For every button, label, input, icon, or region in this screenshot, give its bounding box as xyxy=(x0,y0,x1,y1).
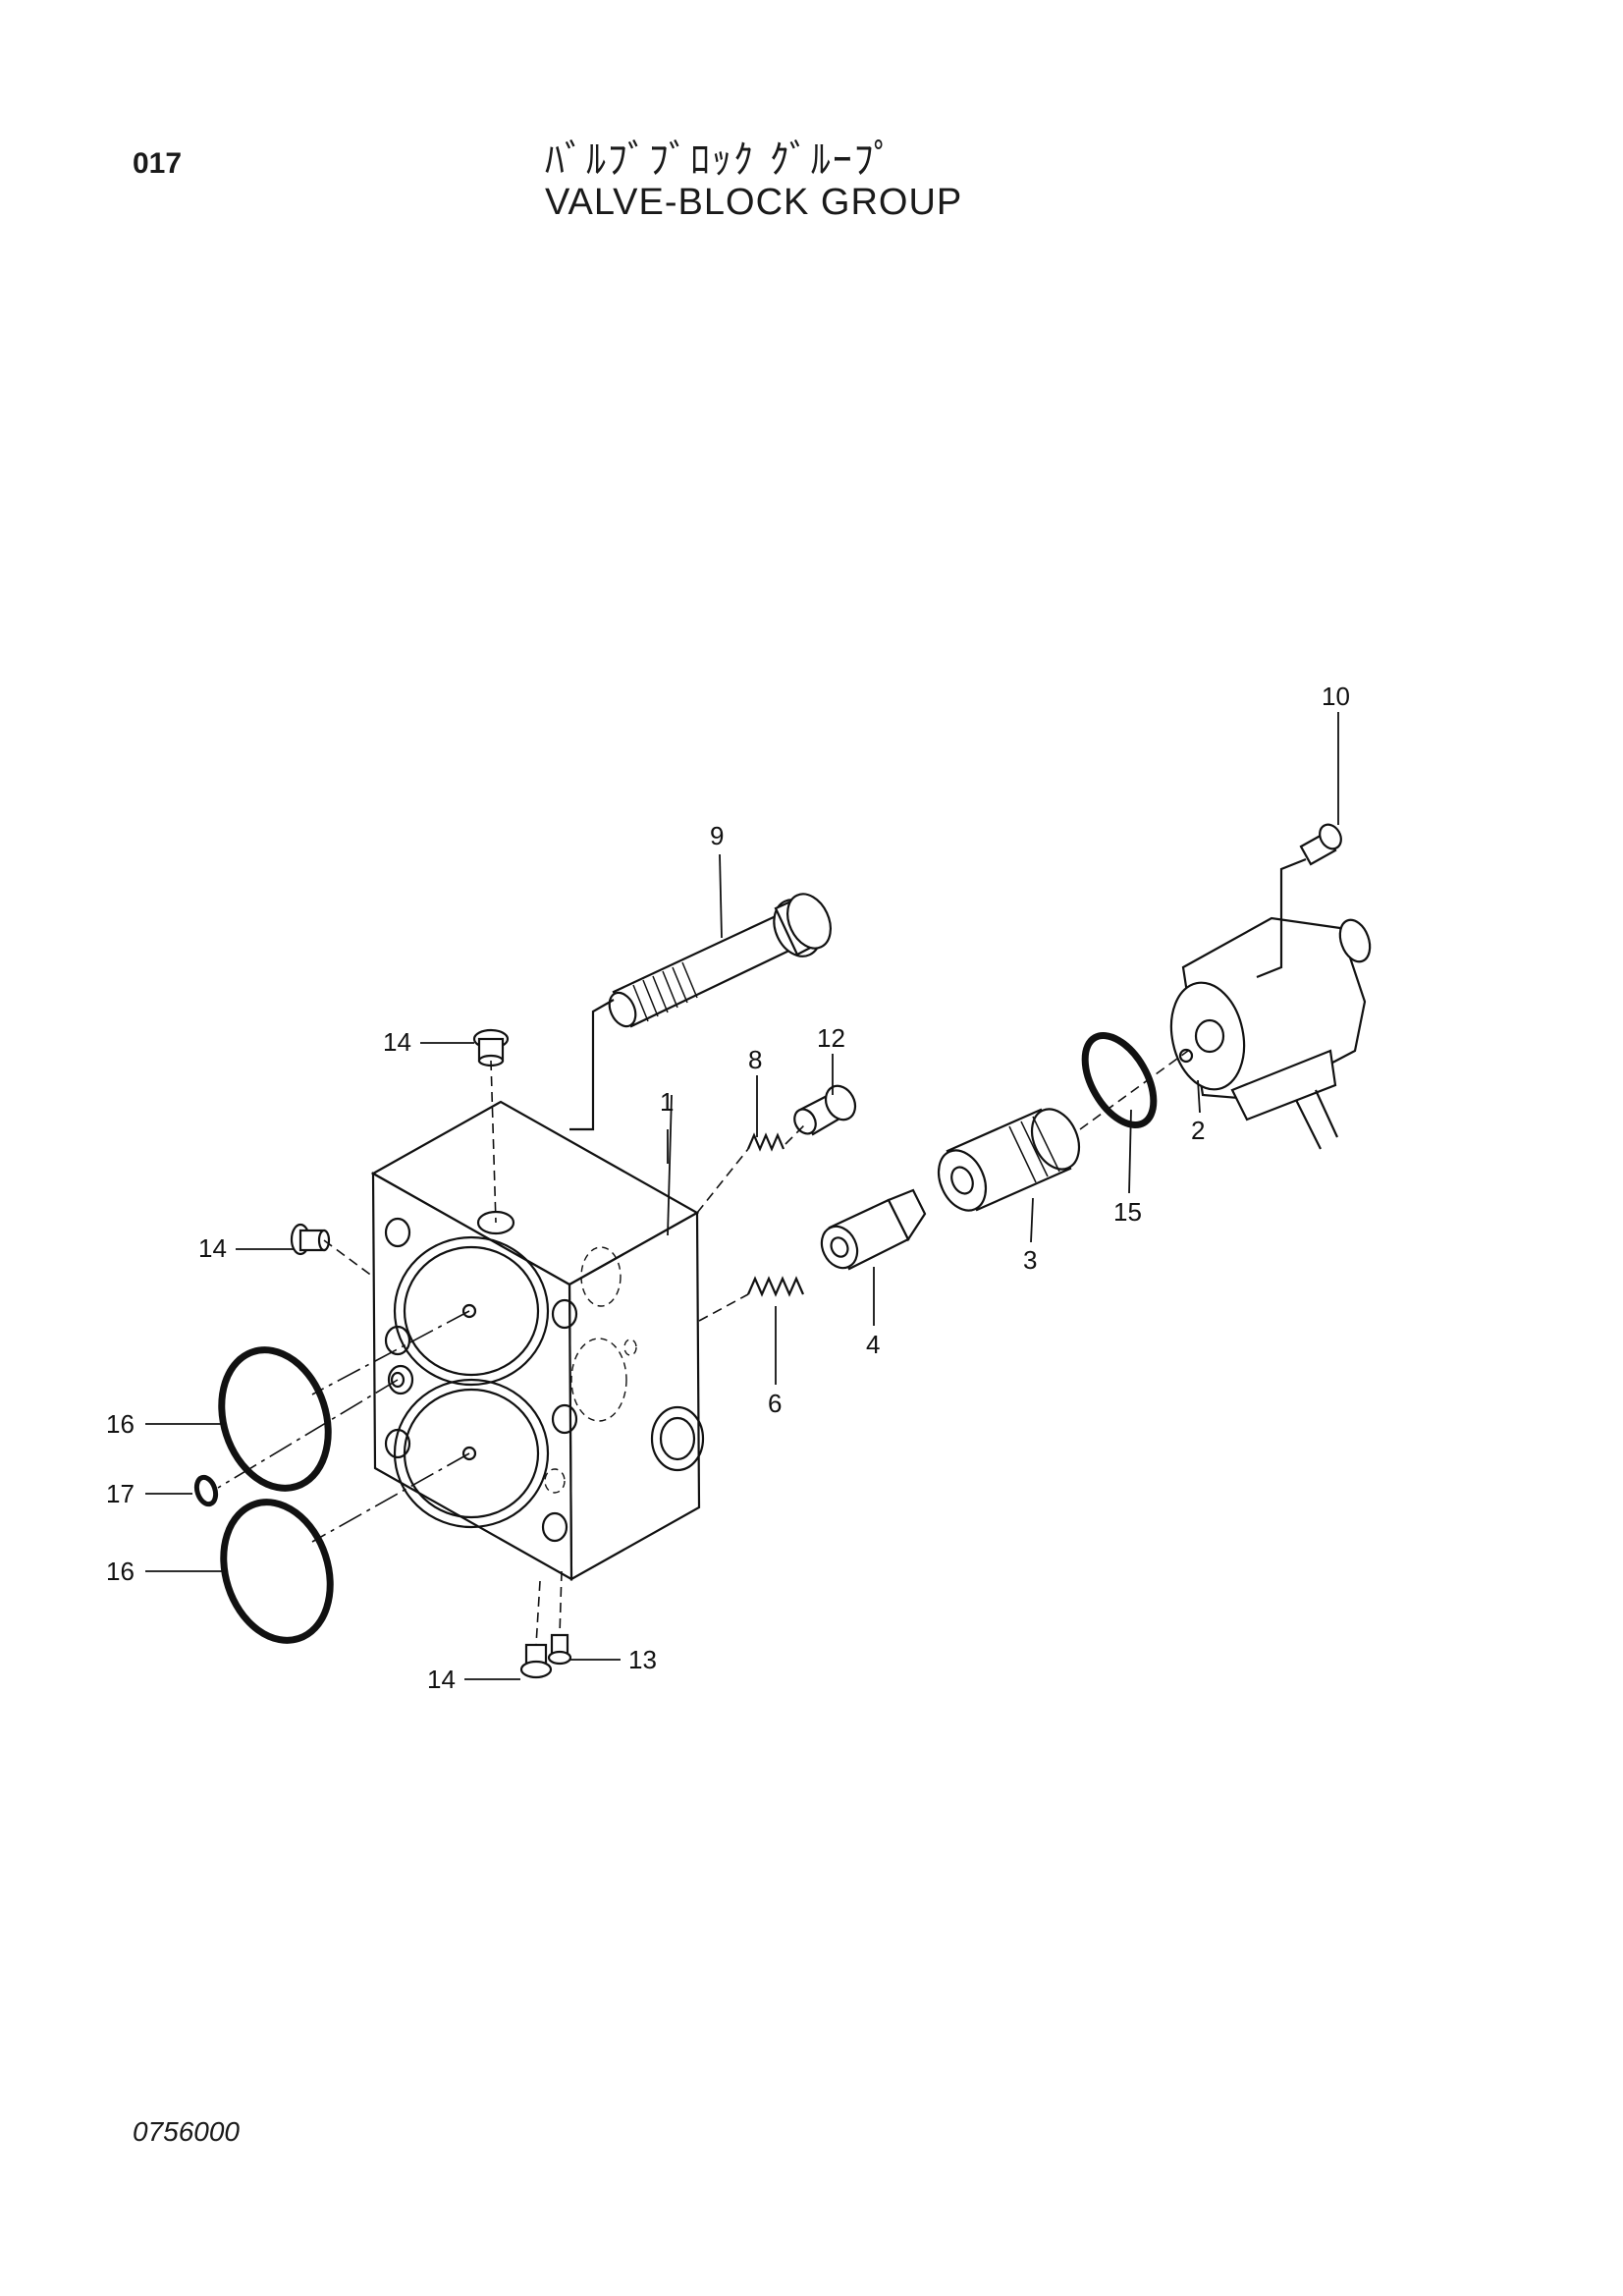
callout-8: 8 xyxy=(748,1045,762,1074)
callout-2: 2 xyxy=(1191,1116,1205,1145)
callout-17: 17 xyxy=(106,1479,135,1508)
callout-16-upper: 16 xyxy=(106,1409,135,1439)
plug-part-12 xyxy=(793,1084,857,1136)
title-japanese: ﾊﾞﾙﾌﾞﾌﾞﾛｯｸ ｸﾞﾙｰﾌﾟ xyxy=(545,137,895,183)
plug-part-14-bottom xyxy=(519,1643,553,1679)
sleeve-part-3 xyxy=(937,1108,1081,1212)
long-bolt-part-9 xyxy=(608,893,832,1028)
solenoid-part-2 xyxy=(1169,916,1372,1150)
plug-part-14-left xyxy=(290,1223,331,1256)
callout-6: 6 xyxy=(768,1389,782,1418)
callout-13: 13 xyxy=(628,1645,657,1674)
callout-10: 10 xyxy=(1322,682,1350,711)
page-number: 017 xyxy=(133,147,183,180)
callout-9: 9 xyxy=(710,821,724,850)
o-ring-part-17 xyxy=(193,1474,219,1507)
title-english: VALVE-BLOCK GROUP xyxy=(545,182,963,223)
callout-16-lower: 16 xyxy=(106,1557,135,1586)
callout-14-top: 14 xyxy=(383,1027,411,1057)
callout-15: 15 xyxy=(1113,1197,1142,1227)
leader-lines xyxy=(145,712,1339,1680)
callout-1: 1 xyxy=(660,1087,674,1117)
callout-12: 12 xyxy=(817,1023,845,1053)
callout-14-bottom: 14 xyxy=(427,1665,456,1694)
assembly-lines xyxy=(217,857,1307,1646)
plug-part-13 xyxy=(547,1633,572,1666)
callout-14-left: 14 xyxy=(198,1233,227,1263)
o-ring-part-15 xyxy=(1081,1031,1158,1129)
spring-part-6 xyxy=(746,1276,805,1297)
plug-part-14-top xyxy=(472,1028,510,1067)
spool-part-4 xyxy=(820,1188,927,1271)
screw-part-10 xyxy=(1299,823,1342,866)
callout-labels: 1 9 10 8 12 4 6 3 15 2 14 14 16 17 16 14… xyxy=(106,682,1350,1694)
drawing-code: 0756000 xyxy=(133,2116,241,2147)
callout-3: 3 xyxy=(1023,1245,1037,1275)
valve-block-part-1 xyxy=(370,1100,705,1581)
o-ring-part-16-lower xyxy=(220,1499,334,1644)
callout-4: 4 xyxy=(866,1330,880,1359)
spring-part-8 xyxy=(746,1132,785,1152)
o-ring-part-16-upper xyxy=(218,1346,332,1492)
